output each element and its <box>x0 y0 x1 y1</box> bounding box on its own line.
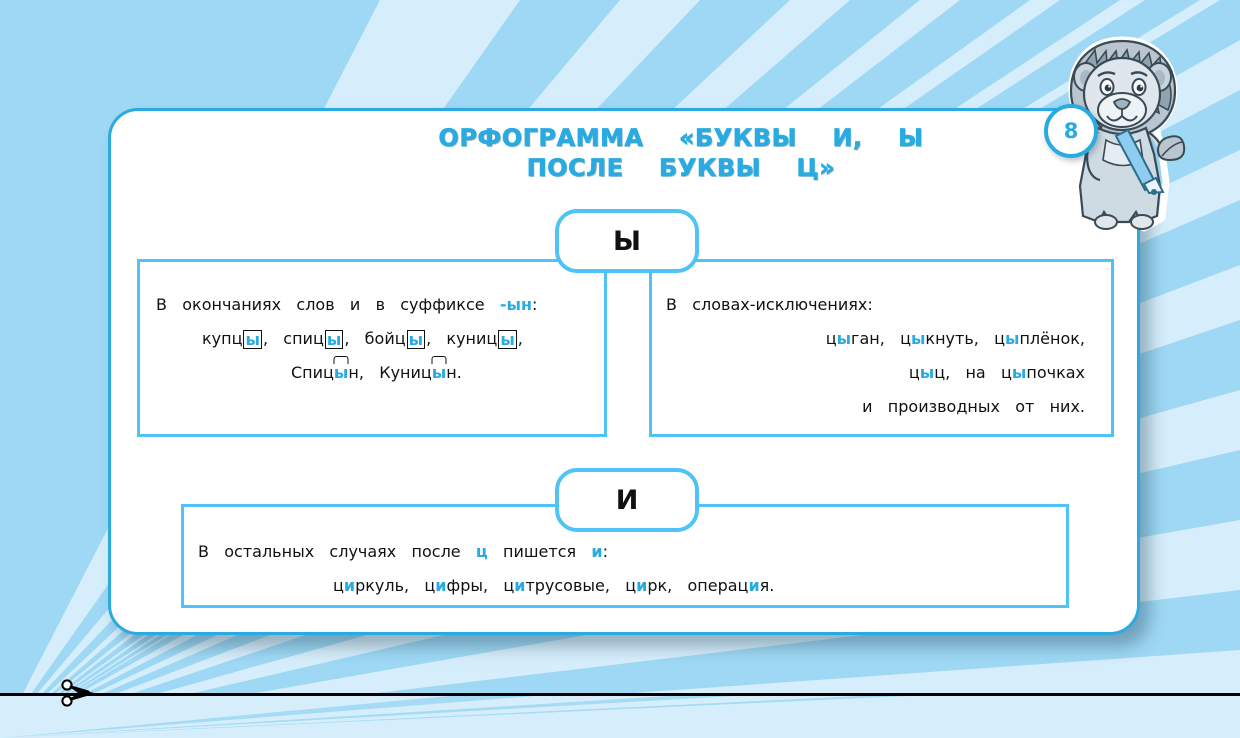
endings-rule-line: В окончаниях слов и в суффиксе -ын: <box>156 288 588 322</box>
example-sep: н. <box>446 363 462 382</box>
ending-box: ы <box>498 330 517 349</box>
rule-panel-endings-body: В окончаниях слов и в суффиксе -ын: купц… <box>140 262 604 400</box>
word-pre: ц <box>503 576 515 595</box>
word-pre: ц <box>424 576 436 595</box>
highlight-letter-i: и <box>591 542 603 561</box>
exceptions-rule-line: В словах-исключениях: <box>666 295 873 314</box>
suffix-examples-line: Спицын, Куницын. <box>156 356 588 390</box>
content-card: ОРФОГРАММА «БУКВЫ И, Ы ПОСЛЕ БУКВЫ Ц» Ы … <box>108 108 1140 635</box>
word-post: плёнок, <box>1019 329 1085 348</box>
example-sep: , <box>517 329 523 348</box>
word-pre: ц <box>994 329 1005 348</box>
letter-bubble-i: И <box>555 468 699 532</box>
title-line-2: ПОСЛЕ БУКВЫ Ц» <box>526 154 836 183</box>
exceptions-words-line-2: цыц, на цыпочках <box>666 356 1095 390</box>
title-line-1: ОРФОГРАММА «БУКВЫ И, Ы <box>438 124 924 153</box>
cut-line <box>0 693 1240 696</box>
word-post: кнуть, <box>925 329 995 348</box>
word-post: почках <box>1026 363 1085 382</box>
highlight-letter: ы <box>1011 363 1027 382</box>
endings-rule-post: : <box>532 295 538 314</box>
suffix-hat-marker: ы <box>431 363 447 382</box>
example-word: бойц <box>364 329 406 348</box>
highlight-letter: ы <box>1005 329 1020 348</box>
word-pre: ц <box>333 576 344 595</box>
word-pre: ц <box>625 576 637 595</box>
highlight-letter: и <box>748 576 760 595</box>
ending-box: ы <box>243 330 262 349</box>
ending-box: ы <box>324 330 344 349</box>
endings-rule-suffix: -ын <box>499 295 533 314</box>
rule-panel-endings: В окончаниях слов и в суффиксе -ын: купц… <box>137 259 607 437</box>
example-sep: н, <box>348 363 380 382</box>
i-rule-post: : <box>602 542 608 561</box>
word-pre: ц <box>908 363 920 382</box>
rule-panel-i-body: В остальных случаях после ц пишется и: ц… <box>184 507 1066 611</box>
exceptions-derivatives-line: и производных от них. <box>862 397 1085 416</box>
letter-bubble-y: Ы <box>555 209 699 273</box>
exceptions-words-line-1: цыган, цыкнуть, цыплёнок, <box>666 322 1095 356</box>
i-rule-mid: пишется <box>487 542 592 561</box>
highlight-letter: ы <box>836 329 852 348</box>
example-word: спиц <box>283 329 324 348</box>
word-post: фры, <box>446 576 504 595</box>
scissors-icon <box>58 674 98 712</box>
word-pre: ц <box>900 329 911 348</box>
word-post: я. <box>759 576 775 595</box>
letter-bubble-y-label: Ы <box>613 225 641 257</box>
suffix-hat-marker: ы <box>333 363 349 382</box>
rule-panel-exceptions-body: В словах-исключениях: цыган, цыкнуть, цы… <box>652 262 1111 434</box>
ending-box: ы <box>406 330 426 349</box>
example-sep: , <box>262 329 284 348</box>
page-title: ОРФОГРАММА «БУКВЫ И, Ы ПОСЛЕ БУКВЫ Ц» <box>331 123 1031 183</box>
highlight-letter: ы <box>910 329 926 348</box>
i-examples-line: циркуль, цифры, цитрусовые, цирк, операц… <box>198 569 1050 603</box>
lion-mascot <box>1058 32 1188 242</box>
word-post: ган, <box>851 329 901 348</box>
word-pre: ц <box>1001 363 1012 382</box>
highlight-letter: и <box>343 576 356 595</box>
example-word: Куниц <box>379 363 432 382</box>
word-post: ц, на <box>934 363 1001 382</box>
word-post: ркуль, <box>355 576 425 595</box>
example-sep: , <box>426 329 447 348</box>
endings-rule-pre: В окончаниях слов и в суффиксе <box>156 295 500 314</box>
word-pre: ц <box>825 329 837 348</box>
highlight-letter: ы <box>919 363 935 382</box>
page-number-badge: 8 <box>1044 104 1098 158</box>
i-rule-line: В остальных случаях после ц пишется и: <box>198 535 1050 569</box>
word-post: трусовые, <box>525 576 626 595</box>
example-sep: , <box>344 329 365 348</box>
example-word: купц <box>202 329 243 348</box>
highlight-letter: и <box>514 576 526 595</box>
word-post: рк, операц <box>647 576 749 595</box>
highlight-letter: и <box>636 576 648 595</box>
highlight-letter-ts: ц <box>475 542 488 561</box>
rule-panel-exceptions: В словах-исключениях: цыган, цыкнуть, цы… <box>649 259 1114 437</box>
i-rule-pre: В остальных случаях после <box>198 542 476 561</box>
letter-bubble-i-label: И <box>615 484 639 516</box>
page-number-value: 8 <box>1063 119 1079 143</box>
example-word: Спиц <box>291 363 334 382</box>
highlight-letter: и <box>435 576 447 595</box>
example-word: куниц <box>446 329 498 348</box>
